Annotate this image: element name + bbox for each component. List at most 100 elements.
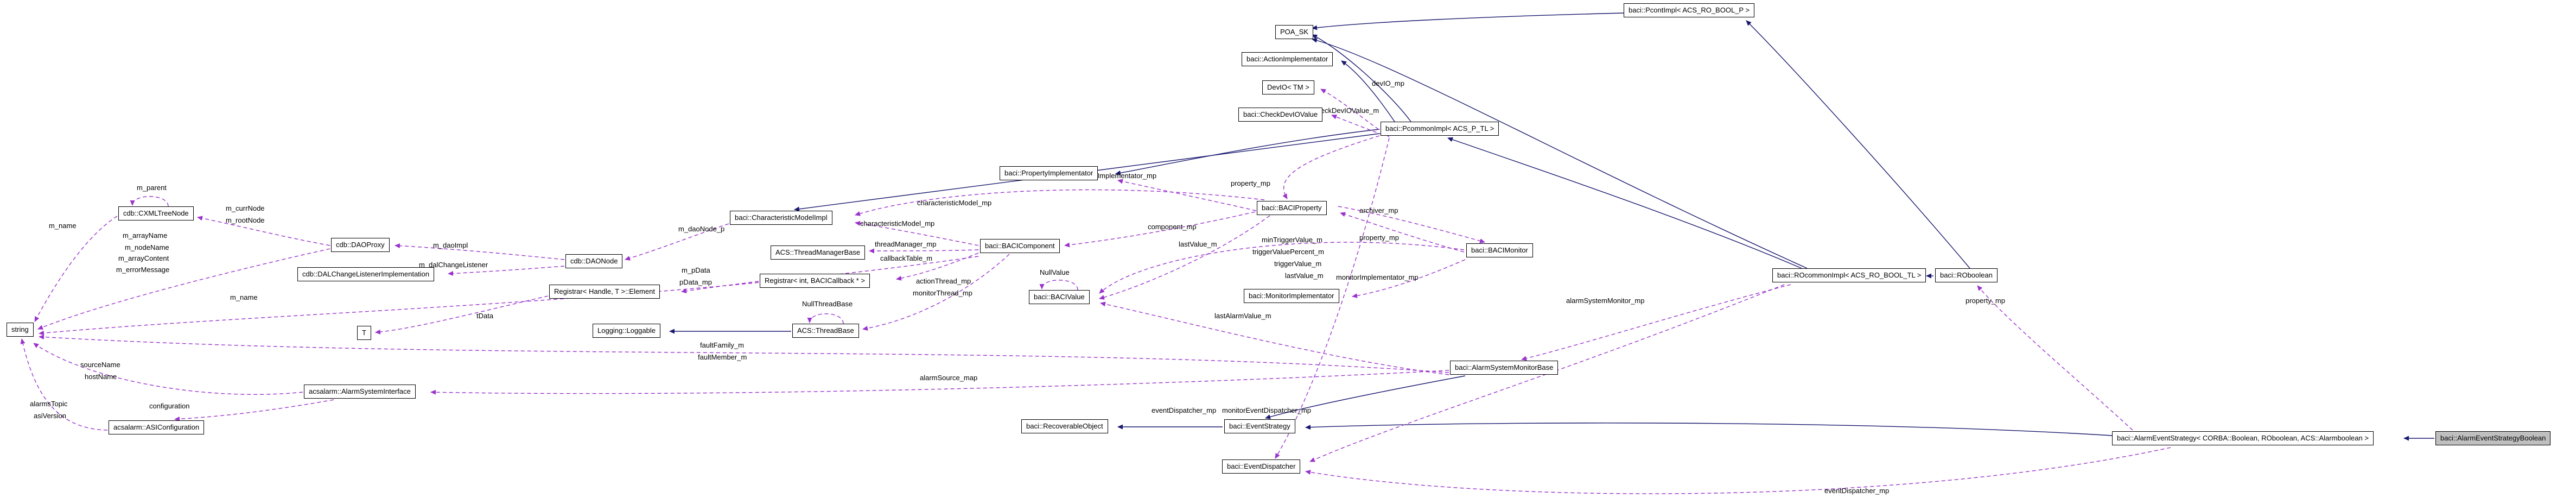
edge-label-NullValue: NullValue xyxy=(1040,268,1070,276)
node-asi[interactable]: acsalarm::AlarmSystemInterface xyxy=(304,385,416,399)
edge-pcommon-to-baciproperty xyxy=(1282,135,1380,199)
node-asmb[interactable]: baci::AlarmSystemMonitorBase xyxy=(1450,361,1559,375)
node-poa[interactable]: POA_SK xyxy=(1275,25,1314,39)
edge-label-property_mp: property_mp xyxy=(1359,234,1399,242)
edge-label-pData_mp: pData_mp xyxy=(679,278,712,286)
node-roboolean[interactable]: baci::ROboolean xyxy=(1935,268,1998,282)
node-threadbase[interactable]: ACS::ThreadBase xyxy=(792,324,859,338)
node-pcont[interactable]: baci::PcontImpl< ACS_RO_BOOL_P > xyxy=(1624,3,1755,17)
edge-bacimonitor-to-baciproperty xyxy=(1340,212,1465,253)
edge-label-eventDispatcher_mp: eventDispatcher_mp xyxy=(1824,487,1890,495)
edge-label-faultMember_m: faultMember_m xyxy=(698,353,747,361)
node-bacicomponent[interactable]: baci::BACIComponent xyxy=(980,239,1060,253)
edge-label-m_currNode: m_currNode xyxy=(226,204,265,212)
node-registrar-int[interactable]: Registrar< int, BACICallback * > xyxy=(760,274,870,288)
edge-label-m_name: m_name xyxy=(49,222,77,230)
edge-label-m_arrayName: m_arrayName xyxy=(123,231,168,240)
node-charmodel[interactable]: baci::CharacteristicModelImpl xyxy=(730,211,832,225)
node-daoproxy[interactable]: cdb::DAOProxy xyxy=(331,238,390,252)
edge-rocommon-to-asmb xyxy=(1521,284,1791,361)
edge-threadbase-self-loop xyxy=(807,313,844,324)
node-monitorimpl[interactable]: baci::MonitorImplementator xyxy=(1244,289,1339,303)
edge-label-m_pData: m_pData xyxy=(682,266,710,274)
edge-label-devIO_mp: devIO_mp xyxy=(1372,79,1404,87)
edge-label-sourceName: sourceName xyxy=(80,361,120,369)
node-pcommon[interactable]: baci::PcommonImpl< ACS_P_TL > xyxy=(1381,122,1499,136)
node-propimpl[interactable]: baci::PropertyImplementator xyxy=(1000,166,1098,180)
edge-label-m_arrayContent: m_arrayContent xyxy=(118,254,169,262)
edge-label-m_daoNode_p: m_daoNode_p xyxy=(678,225,725,233)
node-t[interactable]: T xyxy=(357,326,371,340)
node-eventdispatcher[interactable]: baci::EventDispatcher xyxy=(1222,459,1301,474)
node-loggable[interactable]: Logging::Loggable xyxy=(593,324,660,338)
node-asiconfig[interactable]: acsalarm::ASIConfiguration xyxy=(109,420,205,434)
edge-label-m_rootNode: m_rootNode xyxy=(226,216,265,224)
node-bacimonitor[interactable]: baci::BACIMonitor xyxy=(1466,243,1533,257)
edge-label-property_mp: property_mp xyxy=(1966,297,2005,305)
edge-label-lastValue_m: lastValue_m xyxy=(1179,240,1217,248)
edge-label-faultFamily_m: faultFamily_m xyxy=(700,341,744,349)
node-daonode[interactable]: cdb::DAONode xyxy=(565,254,623,268)
edge-label-asiVersion: asiVersion xyxy=(34,412,66,420)
edge-label-triggerValuePercent_m: triggerValuePercent_m xyxy=(1252,248,1324,256)
edge-label-m_errorMessage: m_errorMessage xyxy=(116,266,170,274)
edge-label-alarmSystemMonitor_mp: alarmSystemMonitor_mp xyxy=(1566,297,1645,305)
edge-asi-to-asiconfig xyxy=(174,399,334,421)
edge-label-monitorEventDispatcher_mp: monitorEventDispatcher_mp xyxy=(1222,406,1312,414)
edge-pcont-to-poa xyxy=(1312,12,1624,30)
edge-label-actionThread_mp: actionThread_mp xyxy=(916,277,971,285)
node-string[interactable]: string xyxy=(7,323,34,337)
node-element[interactable]: Registrar< Handle, T >::Element xyxy=(549,285,660,299)
node-rocommon[interactable]: baci::ROcommonImpl< ACS_RO_BOOL_TL > xyxy=(1772,268,1926,282)
edge-label-alarmSource_map: alarmSource_map xyxy=(920,374,978,382)
edge-label-characteristicModel_mp: characteristicModel_mp xyxy=(917,199,992,207)
edge-bacicomponent-to-threadmgr xyxy=(869,248,979,254)
node-action[interactable]: baci::ActionImplementator xyxy=(1242,52,1333,66)
node-threadmgr[interactable]: ACS::ThreadManagerBase xyxy=(771,245,866,260)
edge-aestrategy-to-roboolean xyxy=(1977,285,2133,431)
edge-label-m_parent: m_parent xyxy=(137,184,167,192)
edge-cxmltreenode-self-loop xyxy=(130,196,169,207)
edge-label-triggerValue_m: triggerValue_m xyxy=(1274,260,1322,268)
node-cxmltreenode[interactable]: cdb::CXMLTreeNode xyxy=(118,206,194,220)
node-baciproperty[interactable]: baci::BACIProperty xyxy=(1257,201,1327,215)
edge-label-archiver_mp: archiver_mp xyxy=(1359,206,1398,215)
edge-cxmltreenode-to-string xyxy=(34,216,118,322)
edge-label-hostName: hostName xyxy=(85,373,117,381)
edge-asi-to-string xyxy=(33,343,303,395)
edge-label-lastAlarmValue_m: lastAlarmValue_m xyxy=(1214,312,1271,320)
node-recoverable[interactable]: baci::RecoverableObject xyxy=(1021,419,1108,433)
node-eventstrategy[interactable]: baci::EventStrategy xyxy=(1224,419,1295,433)
edge-aestrategy-to-eventstrategy xyxy=(1305,423,2113,436)
edge-label-tData: tData xyxy=(476,312,494,320)
edge-label-checkDevIOValue_m: checkDevIOValue_m xyxy=(1313,106,1379,115)
edge-label-lastValue_m: lastValue_m xyxy=(1285,272,1324,280)
node-aestrategy[interactable]: baci::AlarmEventStrategy< CORBA::Boolean… xyxy=(2112,431,2374,445)
node-focal[interactable]: baci::AlarmEventStrategyBoolean xyxy=(2435,431,2551,445)
edge-label-m_name: m_name xyxy=(230,293,258,301)
edge-pcommon-to-propimpl xyxy=(1115,129,1380,175)
edge-daonode-to-daoproxy xyxy=(395,243,565,260)
edge-label-eventDispatcher_mp: eventDispatcher_mp xyxy=(1152,406,1217,414)
edge-label-threadManager_mp: threadManager_mp xyxy=(875,240,937,248)
edge-bacicomponent-to-string xyxy=(39,256,979,336)
edge-daoproxy-to-string xyxy=(37,248,330,330)
edge-label-minTriggerValue_m: minTriggerValue_m xyxy=(1262,236,1322,244)
edge-element-to-t xyxy=(375,295,549,335)
edge-label-m_nodeName: m_nodeName xyxy=(125,243,169,251)
node-devio[interactable]: DevIO< TM > xyxy=(1262,80,1314,94)
edge-asmb-to-bacivalue xyxy=(1100,301,1449,375)
edge-label-property_mp: property_mp xyxy=(1231,179,1270,187)
edge-bacivalue-self-loop xyxy=(1039,280,1078,291)
edge-label-configuration: configuration xyxy=(149,402,190,410)
edge-label-monitorThread_mp: monitorThread_mp xyxy=(913,289,972,297)
edge-roboolean-to-pcont xyxy=(1746,20,1970,269)
edge-label-alarmsTopic: alarmsTopic xyxy=(30,400,68,408)
node-checkdevio[interactable]: baci::CheckDevIOValue xyxy=(1238,108,1323,122)
edge-label-m_daoImpl: m_daoImpl xyxy=(433,241,468,249)
node-dalchange[interactable]: cdb::DALChangeListenerImplementation xyxy=(297,267,435,281)
edge-label-callbackTable_m: callbackTable_m xyxy=(880,254,933,262)
edge-pcommon-to-checkdevio xyxy=(1331,115,1383,135)
node-bacivalue[interactable]: baci::BACIValue xyxy=(1029,290,1090,304)
